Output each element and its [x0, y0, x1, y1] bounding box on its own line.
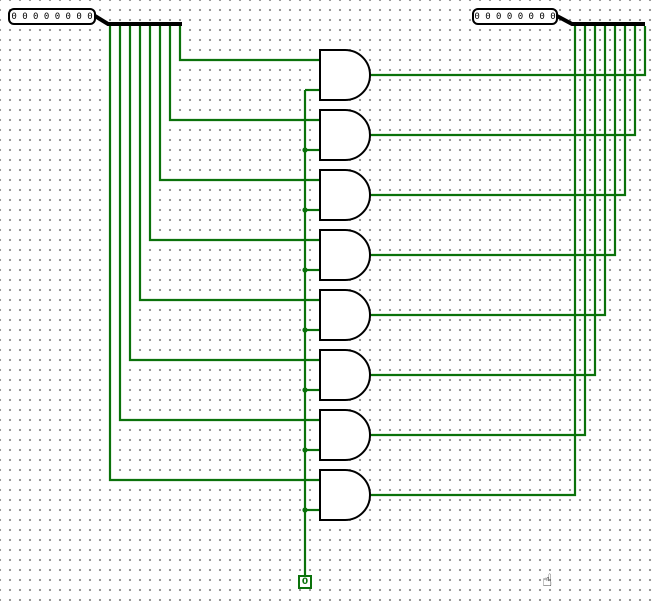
- wire-junction-dot: [302, 147, 308, 153]
- pin-right-bits: 0 0 0 0 0 0 0 0: [474, 11, 556, 22]
- input-wire-a[interactable]: [128, 26, 320, 362]
- input-wire-a[interactable]: [148, 26, 320, 242]
- and-gate[interactable]: [319, 289, 371, 341]
- wire-junction-dot: [302, 327, 308, 333]
- input-wire-a[interactable]: [108, 26, 320, 482]
- and-gate[interactable]: [319, 169, 371, 221]
- input-wire-a[interactable]: [178, 26, 320, 62]
- output-wire[interactable]: [370, 26, 607, 317]
- constant-zero[interactable]: 0: [298, 575, 312, 589]
- input-pin-right[interactable]: 0 0 0 0 0 0 0 0: [472, 8, 558, 25]
- and-gate[interactable]: [319, 109, 371, 161]
- splitter-left[interactable]: [93, 14, 182, 26]
- constant-value: 0: [301, 577, 309, 587]
- wire-junction-dot: [302, 267, 308, 273]
- output-wire[interactable]: [370, 26, 587, 437]
- splitter-right[interactable]: [556, 14, 645, 26]
- output-wire[interactable]: [370, 26, 637, 137]
- wire-junction-dot: [302, 387, 308, 393]
- and-gate[interactable]: [319, 349, 371, 401]
- and-gate[interactable]: [319, 469, 371, 521]
- and-gate[interactable]: [319, 229, 371, 281]
- input-wire-a[interactable]: [158, 26, 320, 182]
- output-wire[interactable]: [370, 26, 577, 497]
- input-wire-a[interactable]: [118, 26, 320, 422]
- hand-cursor: ☝: [542, 571, 553, 591]
- output-wire[interactable]: [370, 26, 617, 257]
- wire-junction-dot: [302, 507, 308, 513]
- input-pin-left[interactable]: 0 0 0 0 0 0 0 0: [8, 8, 96, 25]
- wire-junction-dot: [302, 207, 308, 213]
- and-gate[interactable]: [319, 49, 371, 101]
- pin-left-bits: 0 0 0 0 0 0 0 0: [11, 11, 93, 22]
- output-wire[interactable]: [370, 26, 597, 377]
- output-wire[interactable]: [370, 26, 647, 77]
- and-gate[interactable]: [319, 409, 371, 461]
- wire-junction-dot: [302, 447, 308, 453]
- output-wire[interactable]: [370, 26, 627, 197]
- input-wire-a[interactable]: [168, 26, 320, 122]
- input-wire-a[interactable]: [138, 26, 320, 302]
